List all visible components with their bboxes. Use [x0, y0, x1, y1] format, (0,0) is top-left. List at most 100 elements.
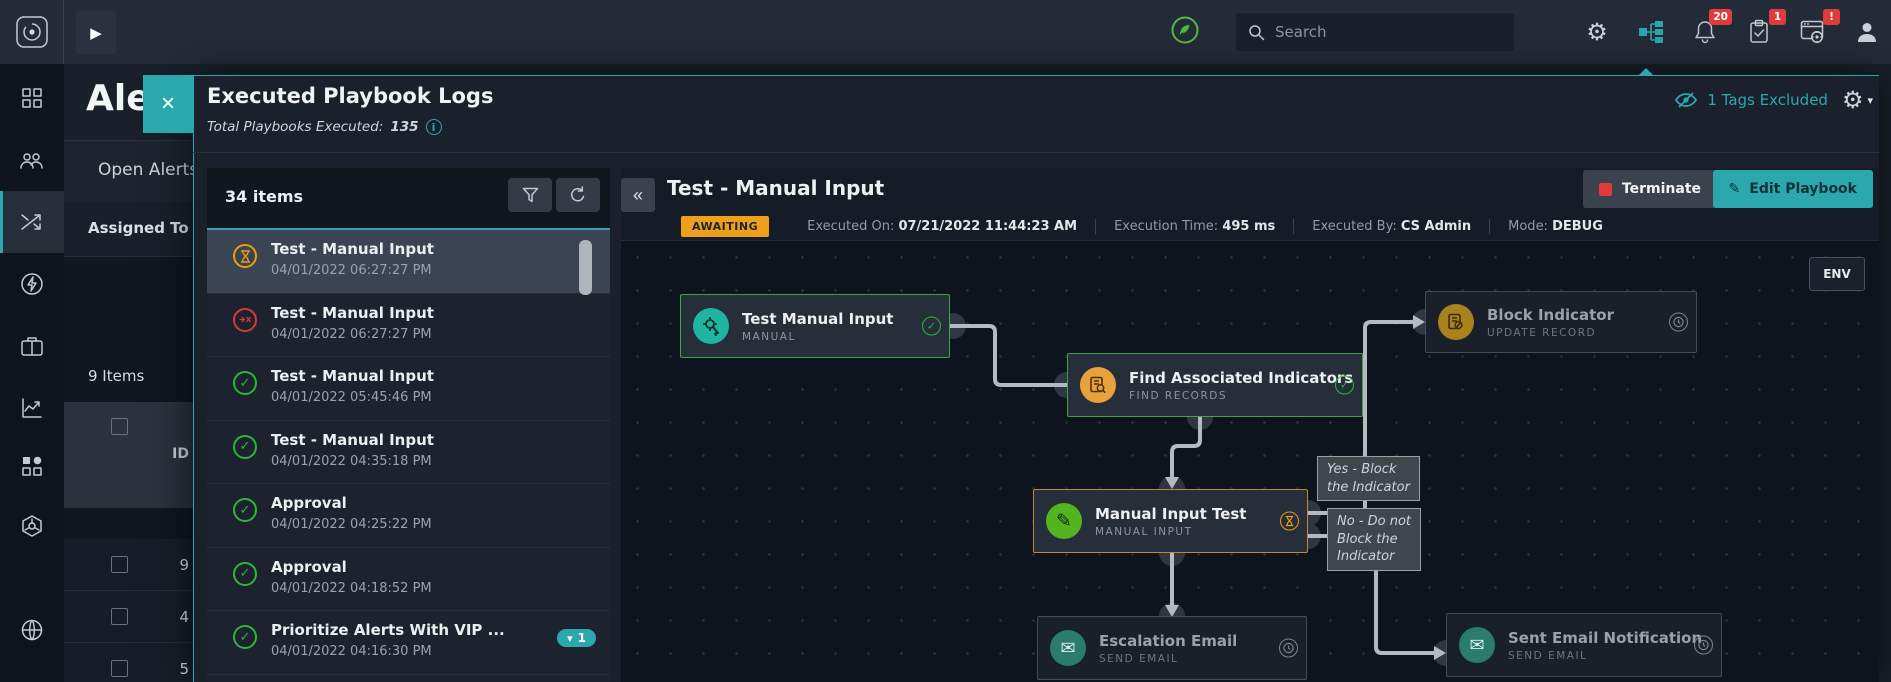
manual-trigger-icon	[693, 308, 729, 344]
open-alerts-bar	[64, 140, 193, 202]
node-subtitle: UPDATE RECORD	[1487, 326, 1597, 339]
expand-menu-button[interactable]: ▶	[76, 11, 116, 54]
row-checkbox[interactable]	[111, 556, 128, 573]
system-health-icon[interactable]	[1170, 15, 1200, 45]
sidebar-item-connectors[interactable]	[0, 500, 64, 552]
send-email-icon: ✉	[1050, 630, 1086, 666]
execution-time: 04/01/2022 04:25:22 PM	[271, 517, 432, 532]
node-subtitle: MANUAL	[742, 330, 796, 343]
execution-list-item[interactable]: Test - Manual Input 04/01/2022 06:27:27 …	[207, 230, 610, 294]
success-check-icon: ✓	[922, 316, 941, 336]
sidebar-item-reports[interactable]	[0, 382, 64, 434]
tasks-clipboard-icon[interactable]: 1	[1745, 9, 1786, 46]
sidebar-item-incident-response[interactable]	[0, 191, 64, 253]
env-button[interactable]: ENV	[1809, 257, 1865, 291]
open-alerts-label: Open Alerts	[98, 160, 193, 180]
sidebar-item-widgets[interactable]	[0, 440, 64, 492]
node-title: Find Associated Indicators	[1129, 368, 1354, 387]
playbooks-icon[interactable]	[1637, 18, 1665, 46]
search-input[interactable]	[1275, 23, 1502, 41]
table-row[interactable]: 9	[64, 539, 193, 591]
execution-list-item[interactable]: ✓ Approval 04/01/2022 04:25:22 PM	[207, 484, 610, 548]
node-subtitle: FIND RECORDS	[1129, 389, 1227, 402]
search-icon	[1249, 24, 1265, 40]
execution-detail-pane: « Test - Manual Input AWAITING Executed …	[621, 168, 1879, 682]
records-count-badge[interactable]: ▾1	[557, 629, 596, 647]
global-search	[1236, 13, 1514, 51]
node-title: Escalation Email	[1099, 631, 1238, 650]
select-all-checkbox[interactable]	[111, 418, 128, 435]
top-navigation-bar: ▶ ⚙	[0, 0, 1891, 64]
node-test-manual-input[interactable]: Test Manual Input MANUAL ✓	[680, 294, 950, 358]
execution-title: Approval	[271, 557, 347, 576]
execution-meta-row: AWAITING Executed On: 07/21/2022 11:44:2…	[681, 214, 1621, 238]
awaiting-hourglass-icon	[1280, 511, 1299, 531]
node-find-associated-indicators[interactable]: Find Associated Indicators FIND RECORDS …	[1067, 353, 1363, 417]
execution-title: Test - Manual Input	[271, 303, 434, 322]
close-modal-button[interactable]: ×	[143, 75, 193, 133]
execution-time: 04/01/2022 06:27:27 PM	[271, 263, 432, 278]
execution-list-item[interactable]: ✓ Test - Manual Input 04/01/2022 04:35:1…	[207, 421, 610, 484]
status-badge: AWAITING	[681, 215, 770, 237]
row-checkbox[interactable]	[111, 660, 128, 677]
info-icon[interactable]: i	[425, 119, 442, 135]
sidebar-item-teams[interactable]	[0, 134, 64, 186]
row-checkbox[interactable]	[111, 608, 128, 625]
total-value: 135	[390, 119, 419, 135]
success-check-icon: ✓	[1335, 375, 1354, 395]
list-scrollbar-thumb[interactable]	[579, 240, 592, 295]
execution-time: 04/01/2022 04:18:52 PM	[271, 580, 432, 596]
node-escalation-email[interactable]: ✉ Escalation Email SEND EMAIL	[1037, 616, 1307, 680]
sidebar-item-resources[interactable]	[0, 604, 64, 656]
manual-input-icon: ✎	[1046, 503, 1082, 539]
notifications-bell-icon[interactable]: 20	[1691, 9, 1732, 46]
execution-title: Approval	[271, 494, 347, 512]
execution-list-item[interactable]: ✓ Approval 04/01/2022 04:18:52 PM	[207, 548, 610, 611]
node-title: Manual Input Test	[1095, 504, 1247, 523]
execution-list-item[interactable]: Test - Manual Input 04/01/2022 06:27:27 …	[207, 294, 610, 357]
execution-list-item[interactable]: ✓ Test - Manual Input 04/01/2022 05:45:4…	[207, 357, 610, 421]
eye-off-icon	[1675, 92, 1698, 108]
modal-title: Executed Playbook Logs	[207, 84, 494, 108]
terminate-button[interactable]: Terminate	[1582, 170, 1717, 208]
execution-list-item[interactable]: ✓ Prioritize Alerts With VIP ... 04/01/2…	[207, 611, 610, 675]
modal-settings-gear[interactable]: ⚙▾	[1841, 86, 1873, 114]
edit-playbook-button[interactable]: ✎Edit Playbook	[1712, 170, 1873, 208]
awaiting-status-icon	[233, 244, 257, 268]
node-title: Test Manual Input	[742, 309, 894, 328]
node-block-indicator[interactable]: Block Indicator UPDATE RECORD	[1425, 291, 1697, 353]
modal-header-divider	[193, 152, 1879, 153]
sidebar-item-automation[interactable]	[0, 258, 64, 310]
system-alerts-icon[interactable]: !	[1799, 9, 1840, 46]
tags-excluded-control[interactable]: 1 Tags Excluded	[1674, 90, 1828, 110]
execution-title: Test - Manual Input	[271, 367, 434, 385]
system-alerts-badge: !	[1823, 9, 1840, 25]
table-row[interactable]: 5	[64, 643, 193, 682]
node-subtitle: SEND EMAIL	[1508, 649, 1588, 662]
node-subtitle: SEND EMAIL	[1099, 652, 1179, 665]
execution-time: 04/01/2022 04:35:18 PM	[271, 453, 432, 469]
collapse-list-button[interactable]: «	[621, 178, 655, 212]
sidebar-item-dashboard[interactable]	[0, 72, 64, 124]
user-avatar-icon[interactable]	[1853, 18, 1881, 46]
sidebar-item-case-management[interactable]	[0, 320, 64, 372]
refresh-button[interactable]	[556, 178, 600, 212]
update-record-icon	[1438, 304, 1474, 340]
tags-excluded-label: 1 Tags Excluded	[1707, 91, 1828, 109]
id-column-header: ID	[172, 446, 189, 462]
pending-clock-icon	[1279, 638, 1298, 658]
meta-mode: Mode: DEBUG	[1489, 218, 1621, 234]
items-count-label: 9 Items	[88, 367, 145, 385]
execution-title: Prioritize Alerts With VIP ...	[271, 621, 505, 639]
node-manual-input-test[interactable]: ✎ Manual Input Test MANUAL INPUT	[1033, 489, 1308, 553]
filter-button[interactable]	[508, 178, 552, 212]
table-row[interactable]: 4	[64, 591, 193, 643]
settings-gear-icon[interactable]: ⚙	[1586, 18, 1608, 46]
execution-title: Test - Manual Input	[271, 240, 434, 258]
node-sent-email-notification[interactable]: ✉ Sent Email Notification SEND EMAIL	[1446, 613, 1722, 677]
refresh-icon	[571, 186, 585, 202]
